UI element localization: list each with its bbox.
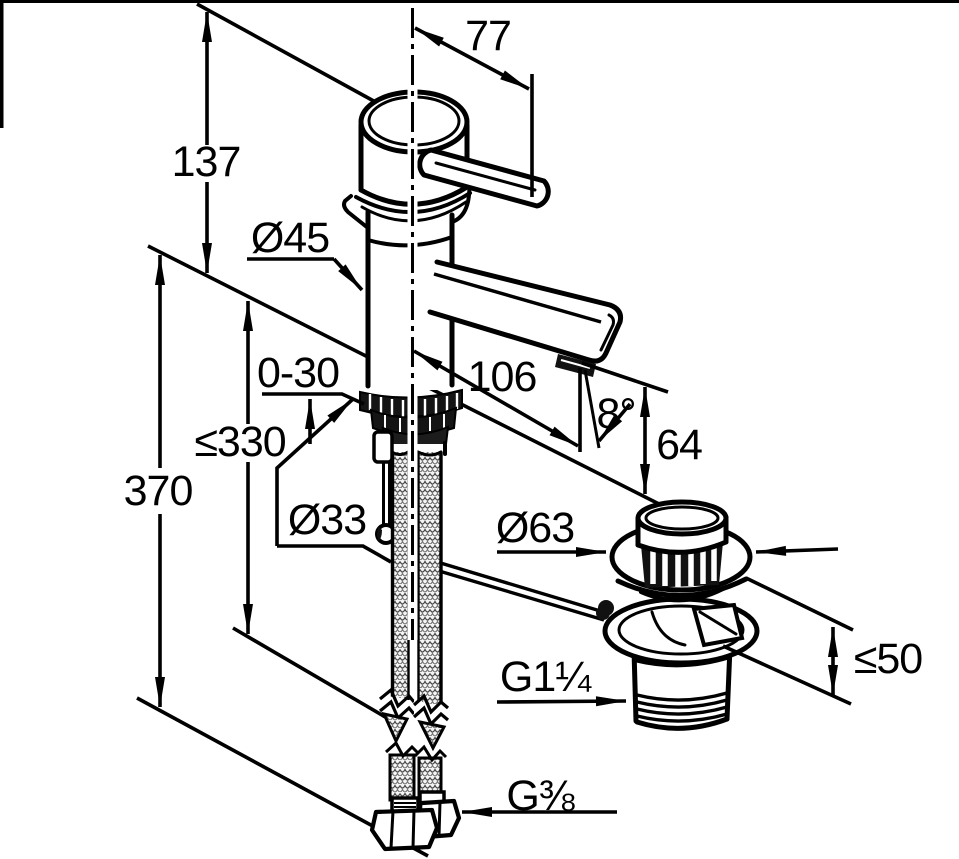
pop-up-waste [596,499,760,731]
dim-label-hole-diameter: Ø33 [288,496,366,544]
page-border [0,0,959,128]
dimension-lever-offset-77: 77 [414,12,534,197]
dim-label-deck-thickness: 0-30 [257,349,339,397]
dimension-outlet-height-64: 64 [581,361,703,494]
lift-rod-hook [342,194,370,230]
dimension-spout-reach-106: 106 [413,349,579,448]
dimension-waste-flange-diameter-63: Ø63 [496,504,839,557]
dim-label-waste-max-deck: ≤50 [854,635,923,683]
dimension-body-diameter-45: Ø45 [247,214,364,292]
dim-label-waste-thread: G1¼ [500,653,592,701]
hose-break-symbol [378,687,450,752]
dim-label-total-reach: 370 [124,467,193,515]
dimension-spout-angle-8: 8° [578,368,637,452]
dimension-total-reach-370: 370 [124,255,193,707]
hose-reach-reference-line [232,626,400,727]
dimension-hole-diameter-33: Ø33 [275,397,392,564]
waste-thread [636,691,728,723]
faucet-lever [417,147,551,209]
dimension-deck-thickness-0-30: 0-30 [257,349,365,444]
dim-label-waste-flange-diameter: Ø63 [496,504,574,552]
dim-label-lever-offset: 77 [465,12,511,60]
dimension-max-hose-reach-330: ≤330 [194,301,287,634]
dim-label-body-diameter: Ø45 [251,214,329,262]
faucet [342,89,623,852]
dim-label-supply-thread: G⅜ [506,772,574,820]
dim-label-outlet-height: 64 [656,421,702,469]
dimension-waste-max-deck-50: ≤50 [722,576,923,706]
dim-label-upper-height: 137 [172,138,241,186]
dimension-supply-thread-g38: G⅜ [462,772,617,820]
supply-connectors [369,740,462,852]
dim-label-spout-angle: 8° [596,390,635,438]
waste-plug-cap [635,499,729,555]
linkage-hook [598,600,614,616]
handle-top-reference-line [196,2,382,107]
dim-label-max-hose-reach: ≤330 [194,418,285,466]
dimension-waste-thread-g114: G1¼ [496,653,627,707]
dim-label-spout-reach: 106 [468,353,537,401]
dimension-upper-height-137: 137 [172,12,241,273]
